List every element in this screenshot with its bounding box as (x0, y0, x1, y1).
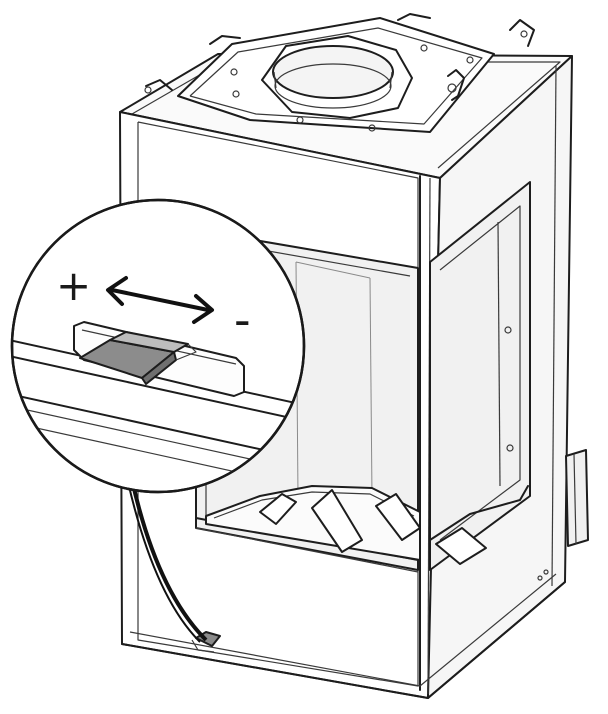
callout-magnified-detail (13, 321, 301, 487)
plus-label: + (56, 261, 91, 310)
detail-callout (10, 198, 306, 494)
callout-leader (127, 479, 208, 643)
top-screws (144, 30, 528, 132)
log-grate (205, 485, 529, 565)
side-window (429, 181, 531, 571)
direction-arrow (106, 276, 214, 324)
side-handle (537, 449, 589, 581)
flue-collar (261, 35, 413, 119)
minus-label: - (234, 293, 251, 347)
